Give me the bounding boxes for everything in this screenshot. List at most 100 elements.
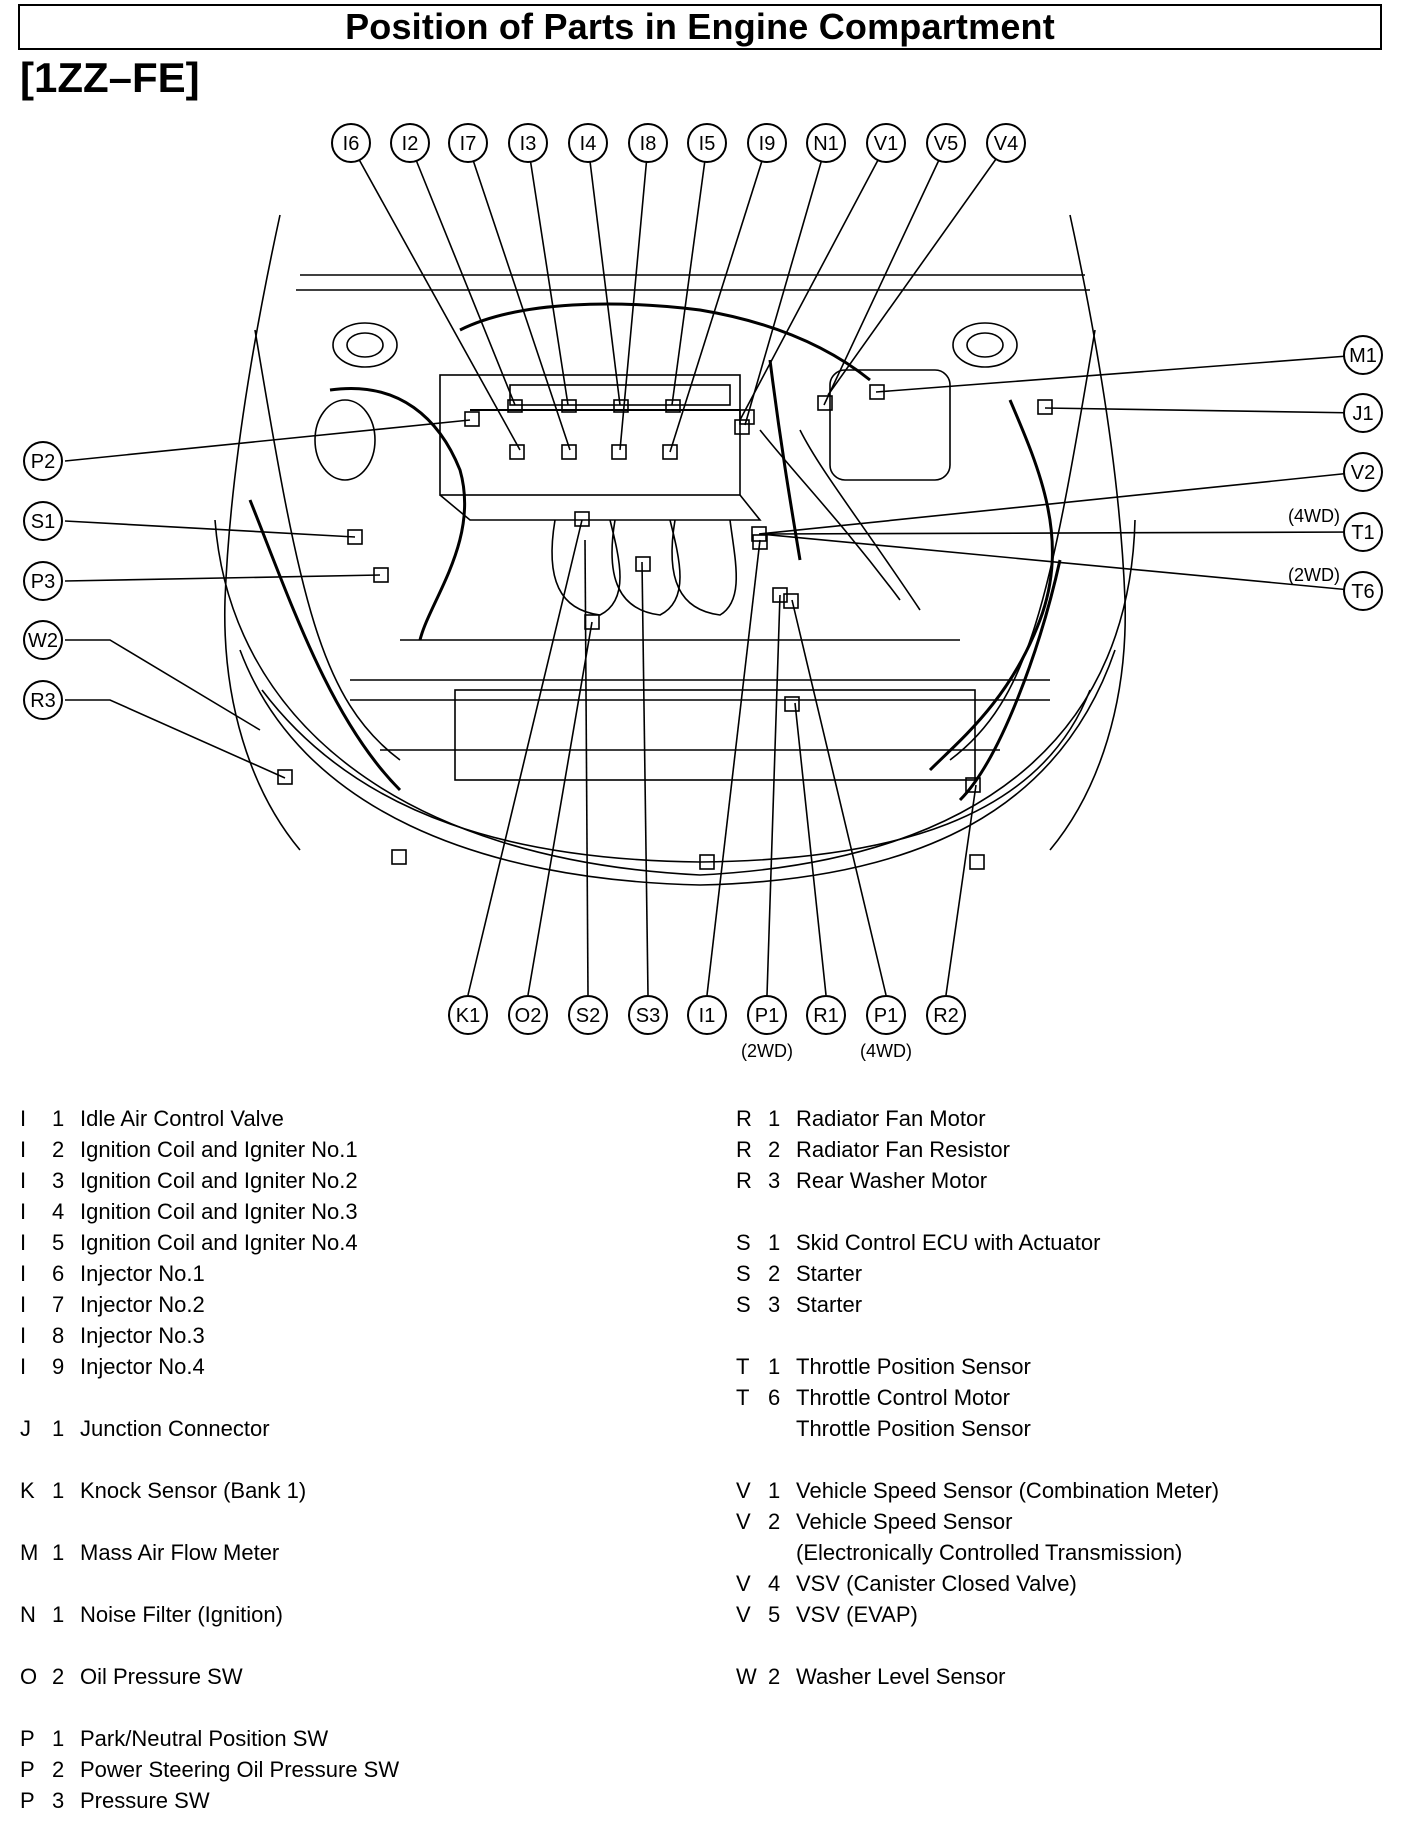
callout-s3: S3 [628, 995, 668, 1035]
legend-letter [20, 1444, 52, 1475]
legend-number [52, 1630, 80, 1661]
legend-number [52, 1382, 80, 1413]
callout-i3: I3 [508, 123, 548, 163]
legend-letter [20, 1630, 52, 1661]
legend-row [736, 1196, 1219, 1227]
legend-description: Washer Level Sensor [796, 1664, 1006, 1689]
legend-row [20, 1568, 399, 1599]
callout-p1-2wd: P1 [747, 995, 787, 1035]
legend-letter [736, 1444, 768, 1475]
callout-v1: V1 [866, 123, 906, 163]
svg-text:I8: I8 [640, 133, 657, 155]
legend-description: Injector No.4 [80, 1354, 205, 1379]
svg-text:V5: V5 [934, 133, 958, 155]
svg-text:R3: R3 [30, 690, 56, 712]
legend-number: 1 [52, 1416, 65, 1441]
callout-o2: O2 [508, 995, 548, 1035]
legend-letter: I [20, 1230, 27, 1255]
svg-text:S1: S1 [31, 511, 55, 533]
legend-description: Radiator Fan Motor [796, 1106, 986, 1131]
callout-r2: R2 [926, 995, 966, 1035]
legend-letter: I [20, 1199, 27, 1224]
callout-i2: I2 [390, 123, 430, 163]
svg-text:N1: N1 [813, 133, 839, 155]
legend-letter: S [736, 1230, 751, 1255]
page-title: Position of Parts in Engine Compartment [345, 6, 1055, 47]
note-p1-2wd: (2WD) [741, 1041, 793, 1061]
legend-number: 3 [768, 1292, 781, 1317]
callout-i7: I7 [448, 123, 488, 163]
legend-description: Idle Air Control Valve [80, 1106, 284, 1131]
legend-row [20, 1506, 399, 1537]
legend-number: 2 [768, 1137, 781, 1162]
legend-letter: V [736, 1509, 751, 1534]
legend-number: 5 [768, 1602, 781, 1627]
svg-text:V1: V1 [874, 133, 898, 155]
legend-number: 9 [52, 1354, 65, 1379]
legend-number [768, 1537, 796, 1568]
legend-description: Throttle Control Motor [796, 1385, 1010, 1410]
legend-number: 1 [52, 1726, 65, 1751]
legend-number: 3 [52, 1788, 65, 1813]
legend-number: 4 [768, 1571, 781, 1596]
legend-description: Rear Washer Motor [796, 1168, 988, 1193]
callout-p2: P2 [23, 441, 63, 481]
legend-number: 1 [768, 1106, 781, 1131]
legend-number: 1 [52, 1478, 65, 1503]
callout-p1-4wd: P1 [866, 995, 906, 1035]
callout-i4: I4 [568, 123, 608, 163]
legend-description: Throttle Position Sensor [796, 1354, 1031, 1379]
legend-description: VSV (EVAP) [796, 1602, 918, 1627]
legend-number: 1 [768, 1354, 781, 1379]
legend-number: 6 [768, 1385, 781, 1410]
legend-row [736, 1320, 1219, 1351]
svg-text:P2: P2 [31, 451, 55, 473]
legend-description: Park/Neutral Position SW [80, 1726, 329, 1751]
callout-v5: V5 [926, 123, 966, 163]
legend-number [52, 1506, 80, 1537]
legend-letter: K [20, 1478, 35, 1503]
svg-text:T6: T6 [1351, 581, 1374, 603]
title-box: Position of Parts in Engine Compartment [18, 4, 1382, 50]
legend-letter: I [20, 1137, 27, 1162]
legend-number: 2 [52, 1137, 65, 1162]
legend-letter [736, 1196, 768, 1227]
svg-text:I3: I3 [520, 133, 537, 155]
legend-number [768, 1413, 796, 1444]
legend-description: Vehicle Speed Sensor [796, 1509, 1013, 1534]
callout-p3: P3 [23, 561, 63, 601]
legend-letter [736, 1537, 768, 1568]
callout-i8: I8 [628, 123, 668, 163]
svg-text:P1: P1 [874, 1005, 898, 1027]
svg-text:V4: V4 [994, 133, 1018, 155]
bottom-callouts: K1 O2 S2 S3 I1 P1 (2WD) R1 P1 (4WD) R2 [448, 995, 966, 1061]
callout-r3: R3 [23, 680, 63, 720]
svg-text:S3: S3 [636, 1005, 660, 1027]
legend-description: Injector No.3 [80, 1323, 205, 1348]
legend-letter: I [20, 1106, 27, 1131]
svg-text:I4: I4 [580, 133, 597, 155]
legend-row [20, 1382, 399, 1413]
legend-description: Ignition Coil and Igniter No.1 [80, 1137, 358, 1162]
callout-v2: V2 [1343, 452, 1383, 492]
legend-number: 2 [768, 1509, 781, 1534]
svg-text:W2: W2 [28, 630, 58, 652]
legend-letter [736, 1630, 768, 1661]
legend-number [768, 1196, 796, 1227]
legend-letter: O [20, 1664, 38, 1689]
legend-number: 1 [768, 1478, 781, 1503]
legend-description: VSV (Canister Closed Valve) [796, 1571, 1077, 1596]
